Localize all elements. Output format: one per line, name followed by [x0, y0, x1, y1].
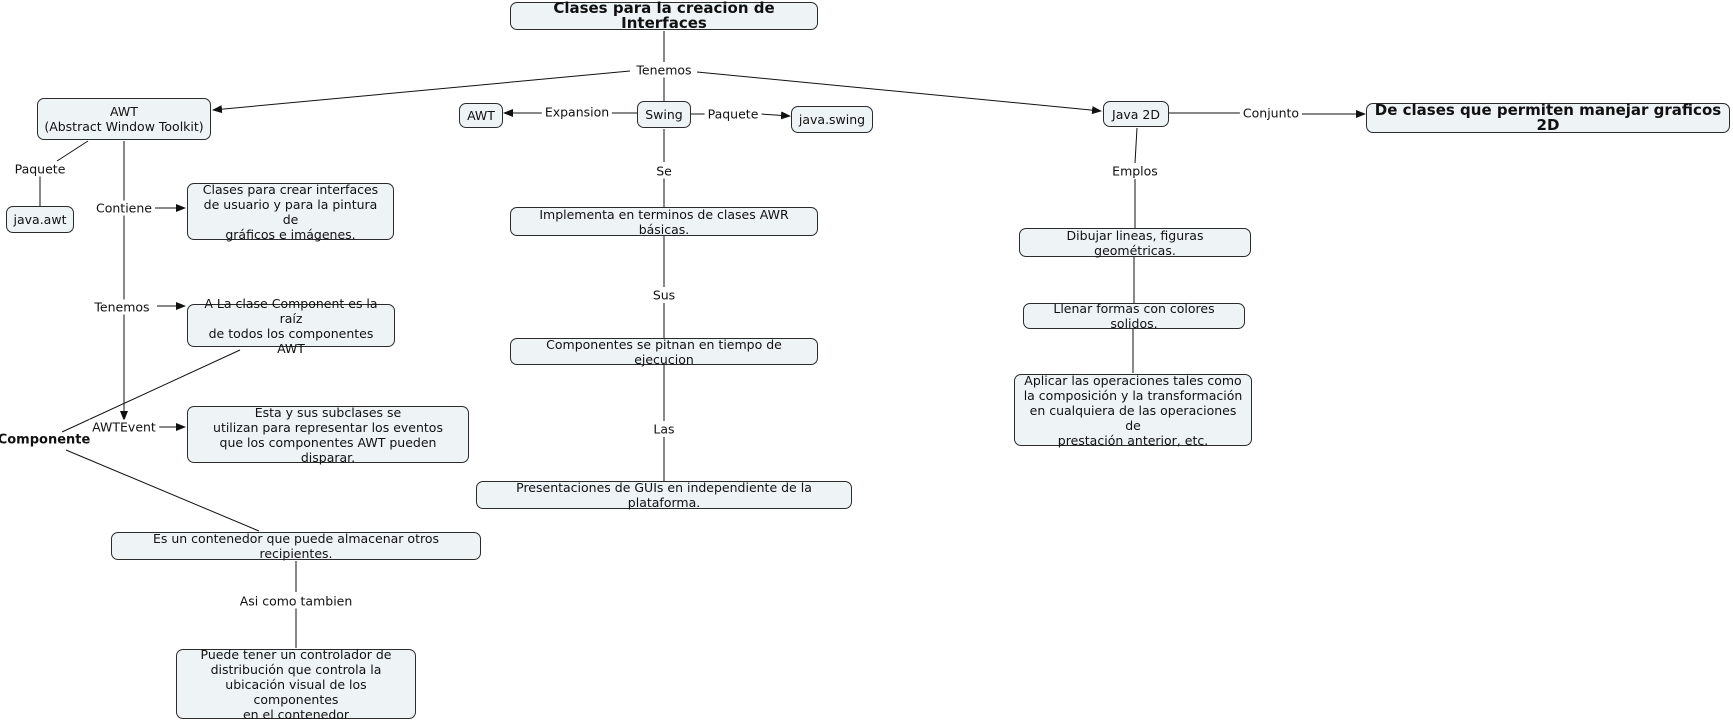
node-clase-component[interactable]: A La clase Component es la raíz de todos…	[187, 296, 395, 356]
node-java-swing[interactable]: java.swing	[791, 106, 873, 133]
link-paquete-swing: Paquete	[704, 106, 762, 122]
node-swing[interactable]: Swing	[637, 101, 691, 128]
link-las: Las	[650, 421, 678, 437]
node-componentes-pintan[interactable]: Componentes se pitnan en tiempo de ejecu…	[510, 337, 818, 367]
edge-tenemos-awt	[212, 70, 631, 114]
node-contenedor[interactable]: Es un contenedor que puede almacenar otr…	[111, 531, 481, 561]
edge-tenemos-java2d	[696, 71, 1102, 115]
node-java2d[interactable]: Java 2D	[1103, 101, 1169, 127]
node-componente[interactable]: Componente	[0, 432, 91, 448]
node-title[interactable]: Clases para la creacion de Interfaces	[510, 1, 818, 31]
node-llenar[interactable]: Llenar formas con colores solidos.	[1023, 301, 1245, 331]
link-asi-como: Asi como tambien	[236, 593, 356, 609]
link-contiene: Contiene	[93, 200, 155, 216]
edge-componente-contenedor	[65, 449, 260, 532]
link-se: Se	[653, 163, 675, 179]
edge-paquete-javaswing	[760, 111, 791, 120]
node-java-awt[interactable]: java.awt	[6, 206, 74, 233]
node-aplicar[interactable]: Aplicar las operaciones tales como la co…	[1014, 373, 1252, 448]
link-expansion: Expansion	[541, 104, 613, 120]
node-awt-small[interactable]: AWT	[459, 103, 503, 128]
node-presentaciones[interactable]: Presentaciones de GUIs en independiente …	[476, 480, 852, 510]
node-controlador[interactable]: Puede tener un controlador de distribuci…	[176, 647, 416, 722]
link-tenemos-awt: Tenemos	[91, 299, 153, 315]
link-tenemos-top: Tenemos	[633, 62, 695, 78]
node-awt-main[interactable]: AWT (Abstract Window Toolkit)	[37, 98, 211, 140]
link-conjunto: Conjunto	[1239, 105, 1303, 121]
node-esta-subclases[interactable]: Esta y sus subclases se utilizan para re…	[187, 405, 469, 465]
node-implementa[interactable]: Implementa en terminos de clases AWR bás…	[510, 207, 818, 237]
edge-awt-paquete	[56, 140, 89, 162]
edge-componente-clase	[61, 349, 241, 433]
node-dibujar[interactable]: Dibujar lineas, figuras geométricas.	[1019, 228, 1251, 258]
edge-java2d-emplos	[1134, 127, 1138, 164]
link-awtevent: AWTEvent	[89, 419, 159, 435]
link-sus: Sus	[649, 287, 679, 303]
link-paquete-awt: Paquete	[11, 161, 69, 177]
node-clases-crear[interactable]: Clases para crear interfaces de usuario …	[187, 182, 394, 242]
link-emplos: Emplos	[1109, 163, 1161, 179]
node-graficos2d[interactable]: De clases que permiten manejar graficos …	[1366, 103, 1730, 133]
